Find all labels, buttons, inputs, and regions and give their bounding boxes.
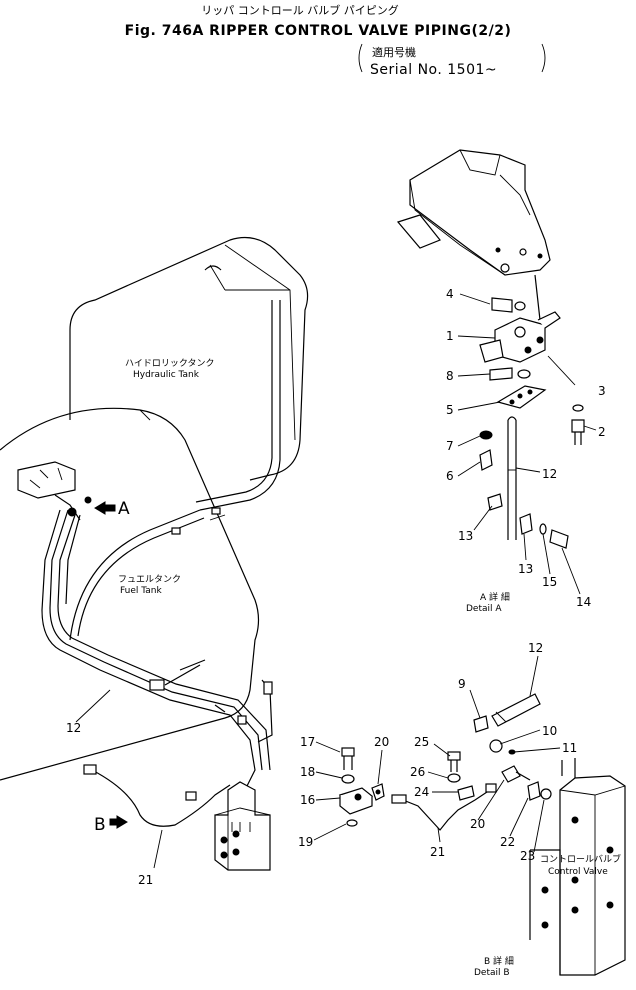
callout-17: 17	[300, 735, 315, 749]
callout-24: 24	[414, 785, 429, 799]
part-9-elbow	[473, 715, 489, 733]
part-12-connector	[491, 693, 541, 727]
control-valve-label-jp: コントロールバルブ	[540, 853, 621, 865]
callout-18: 18	[300, 765, 315, 779]
title-japanese: リッパ コントロール バルブ パイピング	[201, 3, 399, 17]
arrow-b-label: B	[94, 815, 106, 835]
callout-5: 5	[446, 403, 454, 417]
part-13-clamp	[487, 493, 533, 535]
callout-16: 16	[300, 793, 315, 807]
part-20-elbow-right	[501, 765, 531, 783]
part-14-bolt	[549, 529, 569, 549]
control-valve-left	[214, 781, 271, 871]
callout-20-right: 20	[470, 817, 485, 831]
fuel-tank	[0, 407, 260, 781]
arrow-a-label: A	[118, 499, 130, 519]
fuel-tank-label-jp: フュエルタンク	[118, 574, 181, 585]
part-16-clamp	[338, 787, 374, 815]
ripper-valve-block	[17, 461, 92, 521]
part-22-fitting	[527, 781, 541, 801]
callout-1: 1	[446, 329, 454, 343]
part-12-tube	[507, 416, 517, 540]
callout-20-left: 20	[374, 735, 389, 749]
applicability-japanese: 適用号機	[372, 45, 416, 59]
callout-21-main: 21	[138, 873, 153, 887]
arrow-a	[94, 501, 116, 515]
callout-14: 14	[576, 595, 591, 609]
serial-bracket-right	[541, 43, 546, 73]
pipe-bundle	[41, 507, 273, 791]
callout-26: 26	[410, 765, 425, 779]
hydraulic-tank	[69, 237, 309, 511]
callout-12-main: 12	[66, 721, 81, 735]
part-15-washer	[539, 523, 547, 535]
detail-b-label: Detail B	[474, 968, 510, 978]
callout-6: 6	[446, 469, 454, 483]
figure-title: Fig. 746A RIPPER CONTROL VALVE PIPING(2/…	[125, 23, 512, 39]
callout-7: 7	[446, 439, 454, 453]
callout-2: 2	[598, 425, 606, 439]
callout-8: 8	[446, 369, 454, 383]
hose-21-left	[83, 764, 231, 827]
callout-22: 22	[500, 835, 515, 849]
part-4-clip	[491, 297, 526, 313]
detail-a-label-jp: A 詳 細	[480, 591, 510, 603]
hose-21-detail	[391, 783, 497, 831]
part-26-washer	[447, 773, 461, 783]
part-1-valve	[479, 311, 561, 363]
part-3-washer	[572, 404, 584, 412]
hydraulic-tank-label: Hydraulic Tank	[133, 370, 200, 380]
serial-bracket-left	[358, 43, 363, 73]
part-6-fitting	[479, 449, 493, 471]
callout-numbers: 4 1 8 5 7 6 3 2 12 13 13 15 14 12 9 10 1…	[66, 287, 606, 887]
callout-3: 3	[598, 384, 606, 398]
part-10-nut	[489, 739, 503, 753]
callout-15: 15	[542, 575, 557, 589]
callout-9: 9	[458, 677, 466, 691]
part-23-nut	[540, 788, 552, 800]
callout-12-detail-b: 12	[528, 641, 543, 655]
mounting-bracket	[396, 149, 551, 321]
callout-13-left: 13	[458, 529, 473, 543]
leader-3	[547, 355, 576, 386]
hydraulic-tank-label-jp: ハイドロリックタンク	[125, 358, 214, 369]
part-5-plate	[496, 385, 547, 409]
control-valve-label: Control Valve	[548, 867, 608, 877]
serial-number: Serial No. 1501~	[370, 62, 497, 78]
part-20-elbow-left	[371, 783, 385, 801]
part-2-bolt	[571, 419, 585, 445]
callout-23: 23	[520, 849, 535, 863]
part-8-sleeve	[489, 367, 531, 381]
callout-4: 4	[446, 287, 454, 301]
part-17-bolt	[341, 747, 355, 770]
callout-10: 10	[542, 724, 557, 738]
callout-13-right: 13	[518, 562, 533, 576]
part-25-bolt	[447, 751, 461, 772]
part-24-fitting	[457, 785, 475, 801]
fuel-tank-label: Fuel Tank	[120, 586, 163, 596]
leader-lines	[75, 293, 597, 869]
detail-a-label: Detail A	[466, 604, 502, 614]
control-valve-detail	[529, 758, 626, 976]
part-18-washer	[341, 774, 355, 784]
part-7-oring	[479, 430, 493, 440]
arrow-b	[109, 815, 128, 829]
callout-12-detail-a: 12	[542, 467, 557, 481]
callout-11: 11	[562, 741, 577, 755]
callout-21-detail: 21	[430, 845, 445, 859]
callout-19: 19	[298, 835, 313, 849]
part-19-oring	[346, 819, 358, 827]
callout-25: 25	[414, 735, 429, 749]
detail-b-label-jp: B 詳 細	[484, 955, 514, 967]
